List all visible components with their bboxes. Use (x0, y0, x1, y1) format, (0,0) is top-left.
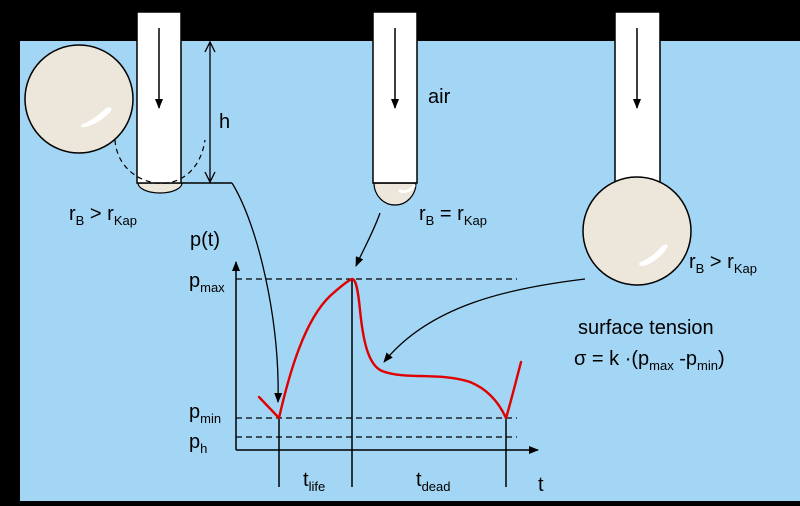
bubble-large-left (24, 44, 134, 154)
p-axis-label: p(t) (190, 229, 220, 251)
bubble-highlight (81, 107, 112, 128)
t-axis-label: t (538, 474, 544, 496)
surface-tension-label: surface tension (578, 317, 714, 339)
p-min-label: pmin (189, 401, 221, 426)
capillary-middle: air (372, 11, 451, 206)
surface-tension-formula: σ = k ·(pmax -pmin) (574, 348, 725, 373)
capillary-left: h (114, 11, 232, 194)
arrow-bubble3-to-curve (383, 278, 586, 363)
pressure-time-axes: p(t) t (190, 229, 544, 496)
bubble-large-right (582, 176, 692, 286)
bubble-hemisphere (373, 182, 417, 206)
h-label: h (219, 111, 230, 133)
bubble-cap-left (137, 182, 183, 194)
bubble-2-radius-label: rB = rKap (419, 203, 487, 228)
capillary-right (582, 11, 692, 286)
p-h-label: ph (189, 431, 207, 456)
bubble-1-radius-label: rB > rKap (69, 203, 137, 228)
arrow-bubble1-to-pmin (231, 182, 283, 403)
bubble-3-radius-label: rB > rKap (689, 251, 757, 276)
h-arrow-top (204, 40, 216, 53)
bubble-highlight (398, 184, 416, 194)
arrow-bubble2-to-pmax (355, 212, 381, 267)
h-arrow-bottom (204, 171, 216, 184)
p-max-label: pmax (189, 270, 225, 295)
t-life-label: tlife (303, 469, 325, 494)
pressure-curve (257, 277, 523, 420)
t-dead-label: tdead (416, 469, 450, 494)
bubble-highlight (639, 244, 668, 266)
bubble-outline-dashed (114, 139, 206, 184)
air-label: air (428, 86, 451, 108)
